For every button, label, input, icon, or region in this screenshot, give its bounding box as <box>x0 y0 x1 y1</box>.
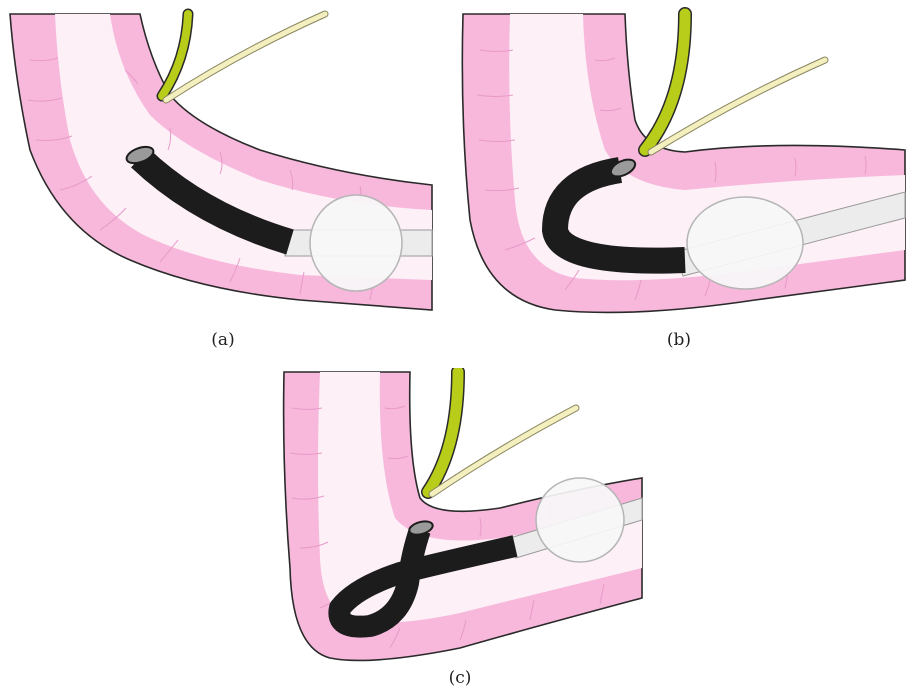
panel-c <box>280 368 650 668</box>
panel-a-illustration <box>0 0 440 320</box>
caption-a: (a) <box>203 330 243 350</box>
balloon <box>536 478 624 562</box>
balloon <box>310 195 402 291</box>
panel-b-illustration <box>455 0 912 320</box>
panel-c-illustration <box>280 368 650 668</box>
panel-b <box>455 0 912 320</box>
panel-a <box>0 0 440 320</box>
caption-c: (c) <box>440 668 480 688</box>
balloon <box>687 197 803 289</box>
caption-b: (b) <box>659 330 699 350</box>
